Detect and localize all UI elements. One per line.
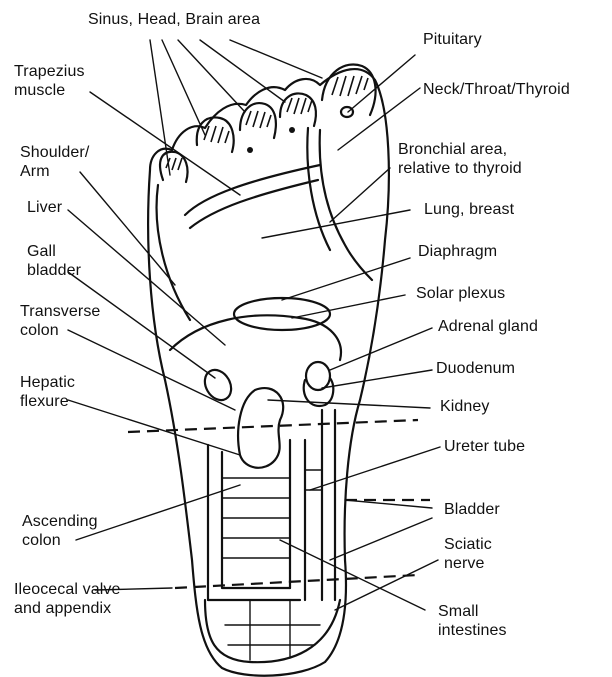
label-solar: Solar plexus xyxy=(416,284,505,303)
label-sinus: Sinus, Head, Brain area xyxy=(88,10,260,29)
label-lung: Lung, breast xyxy=(424,200,514,219)
label-liver: Liver xyxy=(27,198,62,217)
neck-band xyxy=(307,128,372,280)
heel-dashed-line xyxy=(175,575,418,588)
label-duodenum: Duodenum xyxy=(436,359,515,378)
label-kidney: Kidney xyxy=(440,397,490,416)
label-bladder: Bladder xyxy=(444,500,500,519)
label-pituitary: Pituitary xyxy=(423,30,482,49)
solar-plexus-shape xyxy=(234,298,330,330)
toes xyxy=(160,64,376,182)
small-intestine-lines xyxy=(222,470,322,558)
label-adrenal: Adrenal gland xyxy=(438,317,538,336)
label-ureter: Ureter tube xyxy=(444,437,525,456)
liver-region xyxy=(170,315,341,360)
label-bronchial: Bronchial area,relative to thyroid xyxy=(398,140,522,178)
adrenal-shape xyxy=(306,362,330,390)
label-diaphragm: Diaphragm xyxy=(418,242,497,261)
label-shoulder: Shoulder/Arm xyxy=(20,143,89,181)
ureter-column xyxy=(290,410,335,600)
waist-dashed-line xyxy=(128,420,418,432)
heel-region xyxy=(205,600,340,662)
toe-base-band xyxy=(185,165,320,228)
label-neck: Neck/Throat/Thyroid xyxy=(423,80,570,99)
